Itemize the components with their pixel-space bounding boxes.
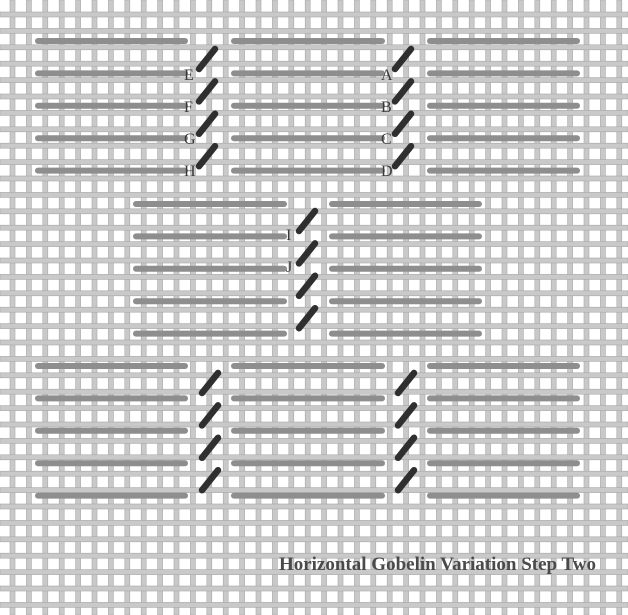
canvas-horizontal-thread: [0, 143, 628, 148]
canvas-horizontal-thread: [0, 28, 628, 33]
canvas-horizontal-thread: [0, 340, 628, 345]
canvas-horizontal-thread: [0, 78, 628, 83]
canvas-horizontal-thread: [0, 110, 628, 115]
canvas-horizontal-thread: [0, 586, 628, 591]
canvas-horizontal-thread: [0, 520, 628, 525]
label-G: G: [184, 131, 196, 148]
canvas-horizontal-thread: [0, 373, 628, 378]
label-H: H: [184, 163, 196, 180]
canvas-horizontal-thread: [0, 324, 628, 329]
canvas-horizontal-thread: [0, 488, 628, 493]
label-I: I: [286, 227, 291, 244]
canvas-horizontal-thread: [0, 94, 628, 99]
canvas-horizontal-thread: [0, 406, 628, 411]
canvas-horizontal-thread: [0, 455, 628, 460]
canvas-horizontal-thread: [0, 438, 628, 443]
canvas-horizontal-thread: [0, 160, 628, 165]
label-B: B: [381, 99, 392, 116]
canvas-horizontal-thread: [0, 471, 628, 476]
canvas-horizontal-thread: [0, 602, 628, 607]
canvas-horizontal-thread: [0, 61, 628, 66]
label-F: F: [184, 99, 193, 116]
canvas-horizontal-thread: [0, 45, 628, 50]
canvas-horizontal-thread: [0, 127, 628, 132]
canvas-horizontal-thread: [0, 356, 628, 361]
canvas-horizontal-thread: [0, 176, 628, 181]
canvas-horizontal-thread: [0, 291, 628, 296]
canvas-horizontal-thread: [0, 192, 628, 197]
label-C: C: [381, 131, 392, 148]
canvas-horizontal-thread: [0, 422, 628, 427]
canvas-horizontal-thread: [0, 225, 628, 230]
label-E: E: [184, 67, 194, 84]
diagram-title: Horizontal Gobelin Variation Step Two: [279, 554, 596, 575]
canvas-horizontal-thread: [0, 12, 628, 17]
label-A: A: [381, 67, 393, 84]
canvas-horizontal-thread: [0, 504, 628, 509]
canvas-horizontal-thread: [0, 258, 628, 263]
label-J: J: [286, 259, 292, 276]
canvas-horizontal-thread: [0, 537, 628, 542]
label-D: D: [381, 163, 393, 180]
canvas-horizontal-thread: [0, 389, 628, 394]
